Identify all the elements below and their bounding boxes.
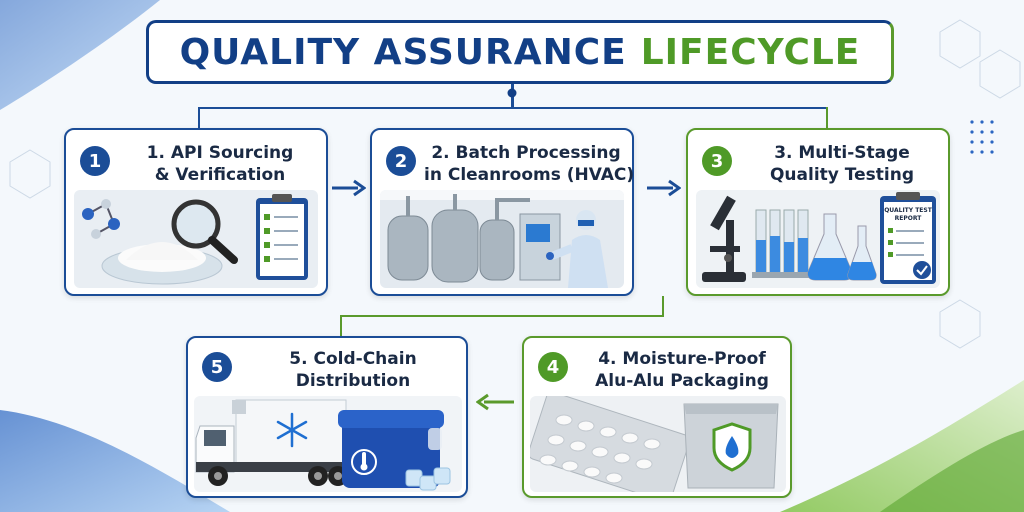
arrow-right-1-to-2 bbox=[332, 179, 366, 197]
connector-top-drop-1 bbox=[198, 107, 200, 129]
ice-cubes bbox=[405, 467, 451, 491]
connector-top-horizontal bbox=[198, 107, 828, 109]
step-number-badge: 4 bbox=[538, 352, 568, 382]
connector-mid-drop-2 bbox=[340, 315, 342, 337]
arrow-right-2-to-3 bbox=[647, 179, 681, 197]
step-title: 1. API Sourcing & Verification bbox=[122, 142, 318, 186]
arrow-left-4-to-5 bbox=[476, 393, 514, 411]
cold-chain-image bbox=[194, 396, 462, 492]
step-title-line-2: Alu-Alu Packaging bbox=[595, 371, 769, 391]
title-part-1: QUALITY ASSURANCE bbox=[179, 31, 627, 73]
step-card-1: 1 1. API Sourcing & Verification bbox=[64, 128, 328, 296]
step-number-badge: 5 bbox=[202, 352, 232, 382]
quality-testing-image: QUALITY TEST REPORT bbox=[696, 190, 940, 288]
step-title: 5. Cold-Chain Distribution bbox=[248, 348, 458, 392]
report-label-line-1: QUALITY TEST bbox=[884, 207, 933, 214]
tank-icon bbox=[387, 209, 515, 283]
step-number-badge: 2 bbox=[386, 146, 416, 176]
technician-figure bbox=[546, 210, 608, 288]
report-clipboard-icon bbox=[880, 192, 936, 284]
step-title-line-2: Quality Testing bbox=[769, 165, 915, 185]
step-card-5: 5 5. Cold-Chain Distribution bbox=[186, 336, 468, 498]
test-tubes-icon bbox=[752, 209, 812, 278]
step-title-line-2: & Verification bbox=[154, 165, 286, 185]
step-title-line-1: 2. Batch Processing bbox=[431, 143, 621, 163]
clipboard-icon bbox=[256, 194, 308, 280]
step-title-line-2: in Cleanrooms (HVAC) bbox=[424, 165, 635, 185]
step-title: 2. Batch Processing in Cleanrooms (HVAC) bbox=[424, 142, 635, 186]
step-card-2: 2 2. Batch Processing in Cleanrooms (HVA… bbox=[370, 128, 634, 296]
step-title-line-1: 4. Moisture-Proof bbox=[598, 349, 766, 369]
foil-pouch-icon bbox=[683, 403, 779, 489]
alu-alu-packaging-image bbox=[530, 396, 786, 492]
connector-mid-horizontal bbox=[340, 315, 664, 317]
connector-mid-drop-1 bbox=[662, 296, 664, 316]
step-number-badge: 3 bbox=[702, 146, 732, 176]
step-title-line-1: 5. Cold-Chain bbox=[289, 349, 417, 369]
connector-dot bbox=[507, 88, 517, 98]
title-box: QUALITY ASSURANCE LIFECYCLE bbox=[146, 20, 894, 84]
molecule-icon bbox=[82, 199, 120, 239]
flask-icon bbox=[807, 213, 877, 281]
report-label-line-2: REPORT bbox=[895, 215, 923, 222]
step-title: 3. Multi-Stage Quality Testing bbox=[744, 142, 940, 186]
connector-top-drop-3 bbox=[826, 107, 828, 129]
step-number-badge: 1 bbox=[80, 146, 110, 176]
step-title-line-1: 3. Multi-Stage bbox=[774, 143, 910, 163]
title-part-2: LIFECYCLE bbox=[640, 31, 861, 73]
step-card-3: 3 3. Multi-Stage Quality Testing bbox=[686, 128, 950, 296]
step-card-4: 4 4. Moisture-Proof Alu-Alu Packaging bbox=[522, 336, 792, 498]
blister-pack-icon bbox=[530, 396, 691, 492]
truck-icon bbox=[195, 399, 348, 486]
api-sourcing-image bbox=[74, 190, 318, 288]
step-title-line-1: 1. API Sourcing bbox=[146, 143, 294, 163]
snowflake-icon bbox=[276, 412, 308, 448]
magnifier-icon bbox=[171, 199, 238, 264]
step-title: 4. Moisture-Proof Alu-Alu Packaging bbox=[576, 348, 788, 392]
step-title-line-2: Distribution bbox=[295, 371, 411, 391]
cleanroom-image bbox=[380, 190, 624, 288]
microscope-icon bbox=[702, 195, 746, 282]
